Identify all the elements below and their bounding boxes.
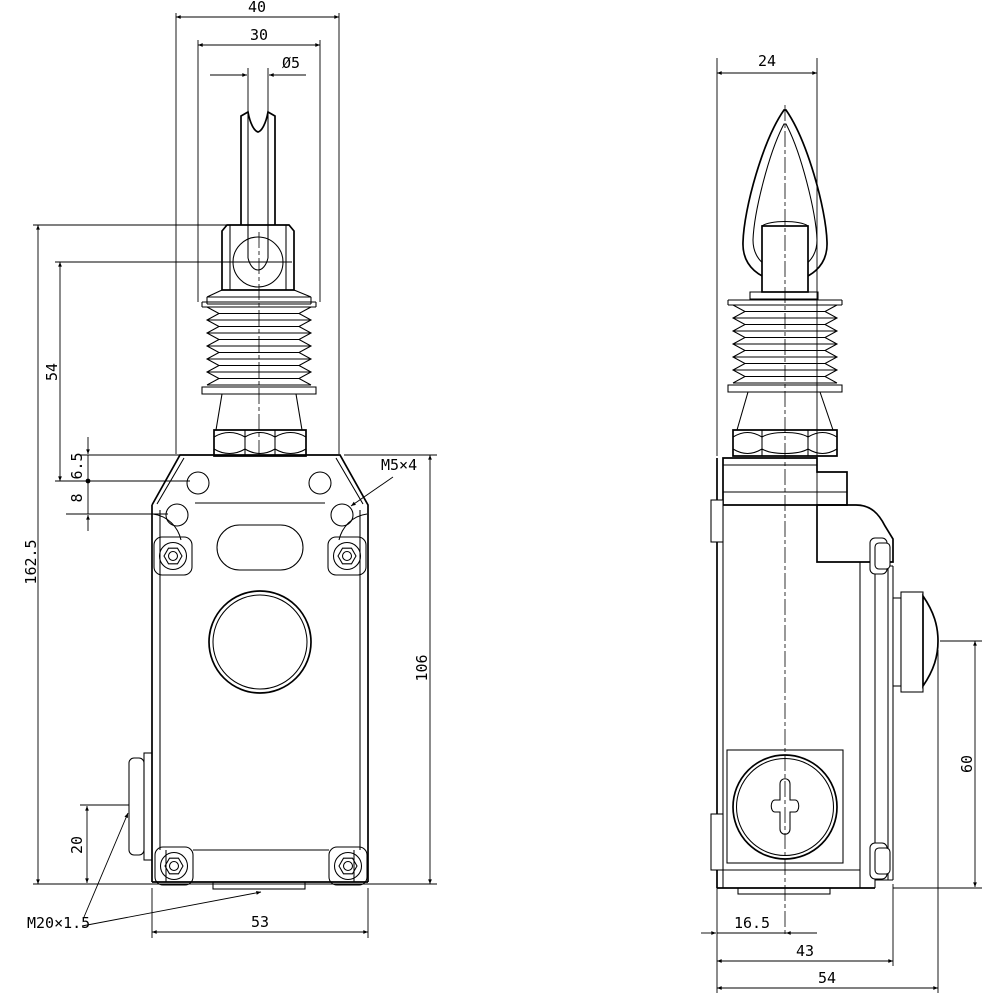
mount-hole-lower-left bbox=[165, 503, 189, 527]
hex-nut-side bbox=[732, 429, 838, 457]
cover-screw-side-bottom bbox=[869, 842, 891, 880]
head-block-side bbox=[816, 504, 894, 563]
dim-hole-offset-lower-label: 8 bbox=[68, 493, 86, 502]
dim-hole-offset-upper-label: 6.5 bbox=[68, 452, 86, 479]
stem-step bbox=[749, 291, 819, 300]
dim-overall-depth-label: 54 bbox=[818, 969, 836, 987]
cover-screw-bottom-left bbox=[154, 846, 194, 886]
dim-rope-dia-label: Ø5 bbox=[282, 54, 300, 72]
button-dome bbox=[922, 593, 939, 689]
front-view-dimensions: 40 30 Ø5 162.5 54 6.5 8 M5×4 106 20 M20×… bbox=[22, 0, 437, 938]
front-knob-circle-outer bbox=[208, 590, 312, 694]
dim-depth-top-label: 24 bbox=[758, 52, 776, 70]
fork-rope-slot bbox=[247, 112, 269, 271]
dim-body-depth-label: 43 bbox=[796, 942, 814, 960]
side-view-dimensions: 24 60 16.5 43 54 bbox=[701, 52, 982, 993]
mount-hole-upper-right bbox=[308, 471, 332, 495]
mount-tab-top bbox=[710, 499, 724, 543]
leader-m20-gland bbox=[83, 812, 129, 918]
dim-body-height-label: 106 bbox=[413, 654, 431, 681]
leader-m20-bottom bbox=[81, 891, 262, 927]
front-extension-lines bbox=[33, 13, 437, 938]
dim-top-width-label: 40 bbox=[248, 0, 266, 16]
mount-hole-lower-right bbox=[330, 503, 354, 527]
cover-plate-side bbox=[859, 562, 894, 888]
mount-hole-upper-left bbox=[186, 471, 210, 495]
dim-overall-height-label: 162.5 bbox=[22, 539, 40, 584]
mount-thread-label: M5×4 bbox=[381, 456, 417, 474]
hex-nut-front bbox=[213, 429, 307, 457]
bottom-entry-tab-front bbox=[212, 881, 306, 890]
front-knob-circle-inner bbox=[212, 594, 308, 690]
side-view bbox=[710, 105, 939, 936]
button-collar bbox=[900, 591, 924, 693]
cone-side bbox=[736, 391, 834, 431]
bottom-entry-tab-side bbox=[737, 887, 831, 895]
body-cover-lines bbox=[152, 502, 368, 850]
knob-cross-slot bbox=[770, 778, 800, 835]
dim-gland-center-label: 20 bbox=[68, 836, 86, 854]
side-extension-lines bbox=[716, 58, 982, 993]
cable-gland-cap bbox=[128, 757, 145, 856]
gland-thread-label: M20×1.5 bbox=[27, 914, 90, 932]
bottom-plate-front bbox=[165, 849, 355, 882]
dim-junction-dot bbox=[85, 478, 91, 484]
fork-lever-outline bbox=[240, 110, 276, 225]
dim-center-offset-label: 16.5 bbox=[734, 914, 770, 932]
cable-gland-flange bbox=[143, 752, 153, 861]
leader-m5x4 bbox=[350, 476, 394, 507]
body-outline-front bbox=[151, 454, 369, 883]
dim-body-width-label: 53 bbox=[251, 913, 269, 931]
mount-tab-bottom bbox=[710, 813, 724, 871]
dim-button-height-label: 60 bbox=[958, 755, 976, 773]
hex-nut-front-facets bbox=[213, 430, 307, 456]
button-base-plate bbox=[892, 597, 902, 687]
dim-fork-width-label: 30 bbox=[250, 26, 268, 44]
front-view bbox=[128, 110, 369, 890]
dim-pulley-to-holes-label: 54 bbox=[43, 363, 61, 381]
fork-block-inner-lines bbox=[229, 225, 287, 290]
fork-block bbox=[221, 224, 295, 291]
cover-screw-side-top bbox=[869, 537, 891, 575]
cover-screw-bottom-right bbox=[328, 846, 368, 886]
label-recess-obround bbox=[216, 524, 304, 571]
